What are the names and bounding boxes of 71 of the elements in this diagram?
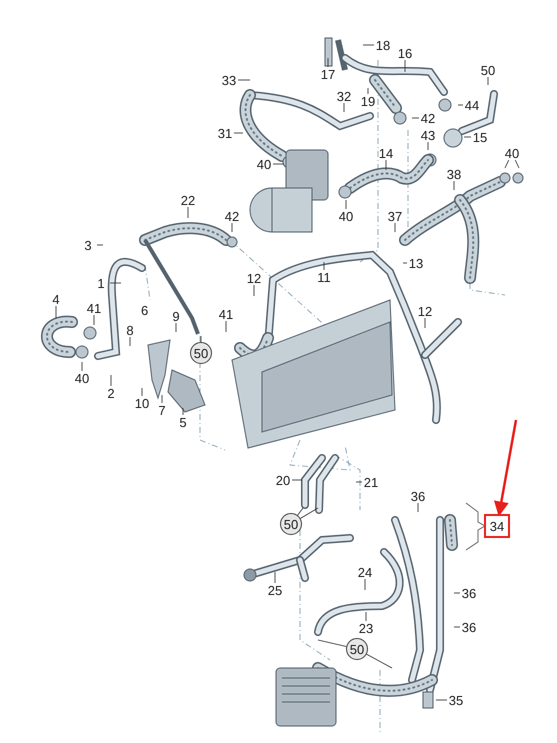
callout-number: 19 — [359, 94, 377, 108]
callout-number: 40 — [73, 371, 91, 385]
callout-number: 38 — [445, 167, 463, 181]
callout-number: 35 — [447, 693, 465, 707]
callout-number: 10 — [133, 396, 151, 410]
callout-number: 32 — [335, 89, 353, 103]
callout-number: 6 — [141, 304, 148, 317]
callout-number: 42 — [223, 209, 241, 223]
callout-number: 36 — [460, 620, 478, 634]
callout-number: 24 — [356, 565, 374, 579]
callout-number: 36 — [460, 586, 478, 600]
callout-number: 12 — [416, 304, 434, 318]
highlighted-callout: 34 — [484, 514, 510, 538]
callout-number: 37 — [386, 209, 404, 223]
leader-line — [318, 640, 347, 647]
leader-line — [300, 508, 318, 519]
leader-line — [424, 318, 426, 328]
leader-line — [366, 654, 392, 668]
leader-line — [454, 626, 460, 628]
callout-number: 5 — [174, 415, 192, 429]
callout-number: 11 — [315, 270, 333, 284]
leader-line — [234, 132, 244, 134]
callout-number: 1 — [92, 276, 110, 290]
leader-line — [454, 592, 460, 594]
leader-line — [458, 104, 464, 106]
leader-line — [364, 578, 366, 590]
leader-line — [200, 336, 202, 342]
callout-number: 3 — [79, 238, 97, 252]
callout-number: 22 — [179, 193, 197, 207]
leader-line — [110, 282, 122, 284]
callout-number: 20 — [274, 473, 292, 487]
callout-number: 23 — [357, 621, 375, 635]
callout-number: 21 — [362, 475, 380, 489]
callout-number: 8 — [121, 323, 139, 337]
callout-number: 13 — [407, 256, 425, 270]
leader-line — [297, 508, 304, 516]
callout-number: 14 — [377, 146, 395, 160]
leader-line — [394, 222, 396, 232]
callout-number: 40 — [255, 157, 273, 171]
callout-number: 17 — [319, 67, 337, 81]
callout-number: 42 — [419, 111, 437, 125]
callout-number: 33 — [220, 73, 238, 87]
leader-line — [402, 262, 408, 264]
callout-number: 4 — [47, 292, 65, 306]
callout-number: 41 — [85, 301, 103, 315]
callout-number: 7 — [153, 403, 171, 417]
callout-number: 41 — [217, 307, 235, 321]
callout-number: 2 — [102, 386, 120, 400]
arrow — [494, 420, 518, 516]
callout-number: 9 — [167, 309, 185, 323]
callout-number: 36 — [409, 489, 427, 503]
callout-number: 18 — [374, 38, 392, 52]
callout-number: 40 — [337, 209, 355, 223]
callout-number: 43 — [419, 128, 437, 142]
callout-number: 40 — [503, 146, 521, 160]
callout-number: 44 — [463, 98, 481, 112]
callout-number: 15 — [471, 130, 489, 144]
callout-number: 50 — [479, 63, 497, 77]
callout-number: 12 — [245, 271, 263, 285]
callout-number: 31 — [216, 126, 234, 140]
leader-line — [514, 160, 520, 168]
leader-line — [96, 244, 104, 246]
leader-line — [404, 60, 406, 72]
callout-number: 16 — [396, 46, 414, 60]
callout-number: 25 — [266, 583, 284, 597]
leader-line — [504, 160, 510, 168]
leader-line — [110, 374, 112, 386]
leader-line — [274, 572, 276, 584]
leader-line — [362, 44, 374, 46]
leader-line — [464, 136, 472, 138]
leader-line — [182, 408, 184, 416]
